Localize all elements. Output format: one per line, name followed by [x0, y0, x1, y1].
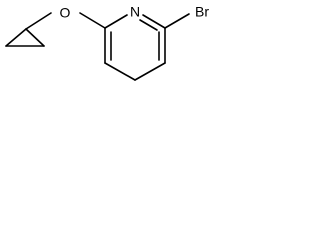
c-br-bond [164, 13, 190, 29]
ring-bond [104, 62, 136, 81]
ring-bond [104, 14, 128, 29]
o-c-bond [79, 12, 106, 29]
cyclopropyl-bond [25, 28, 45, 47]
cyclopropyl-bond [5, 28, 27, 47]
bonds [5, 12, 190, 81]
ring-double-bond [139, 19, 158, 31]
c-o-bond [25, 12, 52, 30]
oxygen-label: O [60, 5, 71, 21]
ring-bond [134, 62, 166, 81]
ring-bond [142, 14, 166, 29]
nitrogen-label: N [130, 4, 140, 20]
bromine-label: Br [195, 4, 209, 20]
chemical-structure: O N Br [5, 4, 209, 81]
